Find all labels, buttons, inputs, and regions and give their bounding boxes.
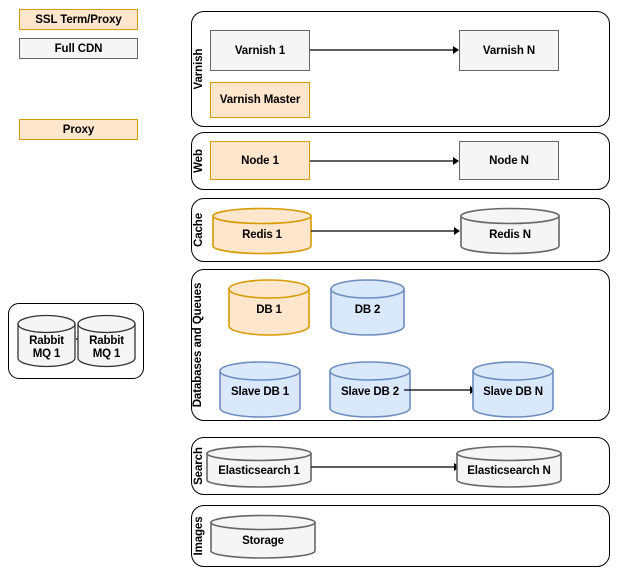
cylinder-shape bbox=[228, 279, 310, 336]
node-db-2[interactable]: DB 2 bbox=[330, 279, 405, 336]
node-redis-n[interactable]: Redis N bbox=[460, 207, 560, 255]
node-slave-db-1[interactable]: Slave DB 1 bbox=[219, 361, 301, 418]
node-rabbitmq-1-left[interactable]: Rabbit MQ 1 bbox=[17, 314, 76, 368]
legend-item-full-cdn[interactable]: Full CDN bbox=[19, 38, 138, 59]
cylinder-shape bbox=[77, 314, 136, 368]
node-elasticsearch-n[interactable]: Elasticsearch N bbox=[456, 445, 562, 488]
node-elasticsearch-1[interactable]: Elasticsearch 1 bbox=[206, 445, 312, 488]
node-varnish-master[interactable]: Varnish Master bbox=[210, 82, 310, 118]
arrow-elasticsearch-1-to-elasticsearch-n bbox=[311, 463, 460, 471]
cylinder-shape bbox=[206, 445, 312, 488]
node-node-n[interactable]: Node N bbox=[459, 141, 559, 180]
cylinder-shape bbox=[212, 207, 312, 255]
node-redis-1[interactable]: Redis 1 bbox=[212, 207, 312, 255]
cylinder-shape bbox=[460, 207, 560, 255]
arrow-redis-1-to-redis-n bbox=[311, 227, 460, 235]
node-db-1[interactable]: DB 1 bbox=[228, 279, 310, 336]
legend-label: Proxy bbox=[62, 123, 95, 136]
arrow-slave-db-2-to-slave-db-n bbox=[404, 386, 476, 394]
node-varnish-n[interactable]: Varnish N bbox=[459, 30, 559, 71]
node-varnish-1[interactable]: Varnish 1 bbox=[210, 30, 310, 71]
legend-item-proxy[interactable]: Proxy bbox=[19, 119, 138, 140]
node-label: Varnish Master bbox=[219, 94, 301, 106]
node-label: Node N bbox=[489, 154, 529, 167]
node-label: Varnish 1 bbox=[234, 44, 286, 57]
node-label: Varnish N bbox=[482, 44, 536, 57]
node-slave-db-n[interactable]: Slave DB N bbox=[472, 361, 554, 418]
arrow-node-1-to-node-n bbox=[310, 157, 459, 165]
cylinder-shape bbox=[210, 514, 316, 559]
node-node-1[interactable]: Node 1 bbox=[210, 141, 310, 180]
node-rabbitmq-1-right[interactable]: Rabbit MQ 1 bbox=[77, 314, 136, 368]
cylinder-shape bbox=[472, 361, 554, 418]
group-label-images: Images bbox=[193, 516, 205, 556]
node-slave-db-2[interactable]: Slave DB 2 bbox=[329, 361, 411, 418]
cylinder-shape bbox=[330, 279, 405, 336]
legend-item-ssl-term-proxy[interactable]: SSL Term/Proxy bbox=[19, 9, 138, 30]
legend-label: Full CDN bbox=[54, 42, 103, 55]
node-label: Node 1 bbox=[241, 154, 279, 167]
group-label-databases-and-queues: Databases and Queues bbox=[192, 282, 204, 408]
cylinder-shape bbox=[456, 445, 562, 488]
legend-label: SSL Term/Proxy bbox=[35, 13, 122, 26]
node-storage[interactable]: Storage bbox=[210, 514, 316, 559]
cylinder-shape bbox=[329, 361, 411, 418]
arrow-varnish-1-to-varnish-n bbox=[310, 46, 459, 54]
cylinder-shape bbox=[17, 314, 76, 368]
cylinder-shape bbox=[219, 361, 301, 418]
